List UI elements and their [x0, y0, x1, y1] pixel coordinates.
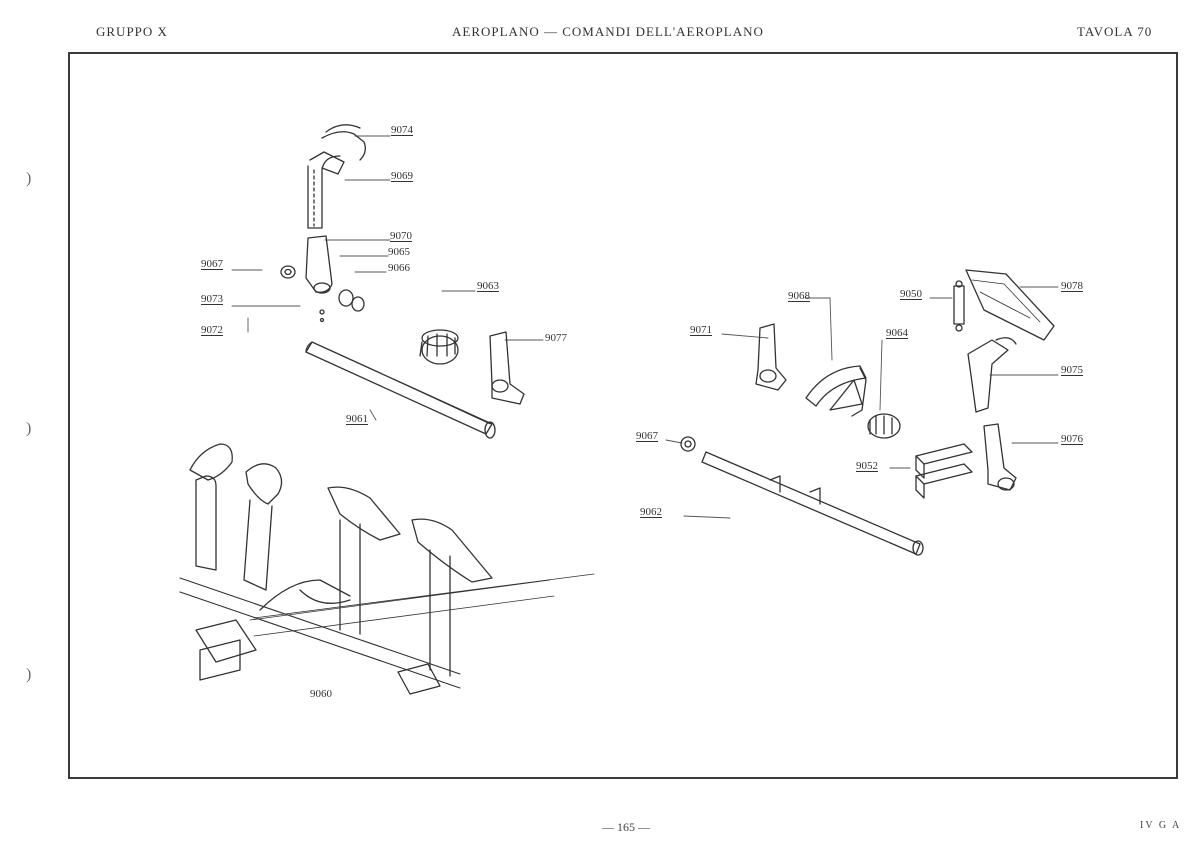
- binding-hole-mark: ): [26, 420, 32, 437]
- part-label-9052: 9052: [856, 460, 878, 472]
- torque-tube-9062: [701, 451, 924, 556]
- part-label-9075: 9075: [1061, 364, 1083, 376]
- drawing-frame: [68, 52, 1178, 779]
- small-rings: [280, 265, 365, 323]
- part-label-9076: 9076: [1061, 433, 1083, 445]
- leader-lines: [231, 135, 1059, 519]
- torque-tube-9061: [305, 341, 496, 439]
- page-number: — 165 —: [602, 820, 650, 834]
- part-label-9067-right: 9067: [636, 430, 658, 442]
- header-plate: TAVOLA 70: [1077, 24, 1153, 39]
- pinion-gear-9063: [419, 329, 459, 365]
- part-label-9073: 9073: [201, 293, 223, 305]
- bushing-9067: [680, 436, 696, 452]
- part-label-9060: 9060: [310, 688, 332, 700]
- lever-9071: [755, 323, 787, 391]
- control-assembly-9060: [179, 443, 595, 695]
- part-label-9061: 9061: [346, 413, 368, 425]
- arm-9075: [967, 337, 1017, 413]
- clamp-blocks-9052: [915, 443, 973, 499]
- binding-hole-mark: ): [26, 666, 32, 683]
- header-title: AEROPLANO — COMANDI DELL'AEROPLANO: [452, 24, 764, 39]
- pedal-9078: [965, 269, 1055, 341]
- quadrant-9068: [805, 365, 867, 417]
- lever-9077: [489, 331, 525, 405]
- part-label-9074: 9074: [391, 124, 413, 136]
- part-label-9069: 9069: [391, 170, 413, 182]
- part-label-9072: 9072: [201, 324, 223, 336]
- header-group: GRUPPO X: [96, 24, 168, 39]
- part-label-9062: 9062: [640, 506, 662, 518]
- stick-lower-tube: [305, 235, 333, 294]
- lever-9076: [983, 423, 1017, 491]
- link-9050: [953, 280, 965, 332]
- gear-9064: [867, 413, 901, 439]
- part-label-9077: 9077: [545, 332, 567, 344]
- binding-hole-mark: ): [26, 170, 32, 187]
- part-label-9050: 9050: [900, 288, 922, 300]
- part-label-9070: 9070: [390, 230, 412, 242]
- part-label-9068: 9068: [788, 290, 810, 302]
- part-label-9065: 9065: [388, 246, 410, 258]
- part-label-9064: 9064: [886, 327, 908, 339]
- part-label-9071: 9071: [690, 324, 712, 336]
- part-label-9067: 9067: [201, 258, 223, 270]
- part-label-9066: 9066: [388, 262, 410, 274]
- stick-grip: [307, 124, 366, 229]
- footer-code: IV G A: [1140, 820, 1182, 831]
- part-label-9078: 9078: [1061, 280, 1083, 292]
- part-label-9063: 9063: [477, 280, 499, 292]
